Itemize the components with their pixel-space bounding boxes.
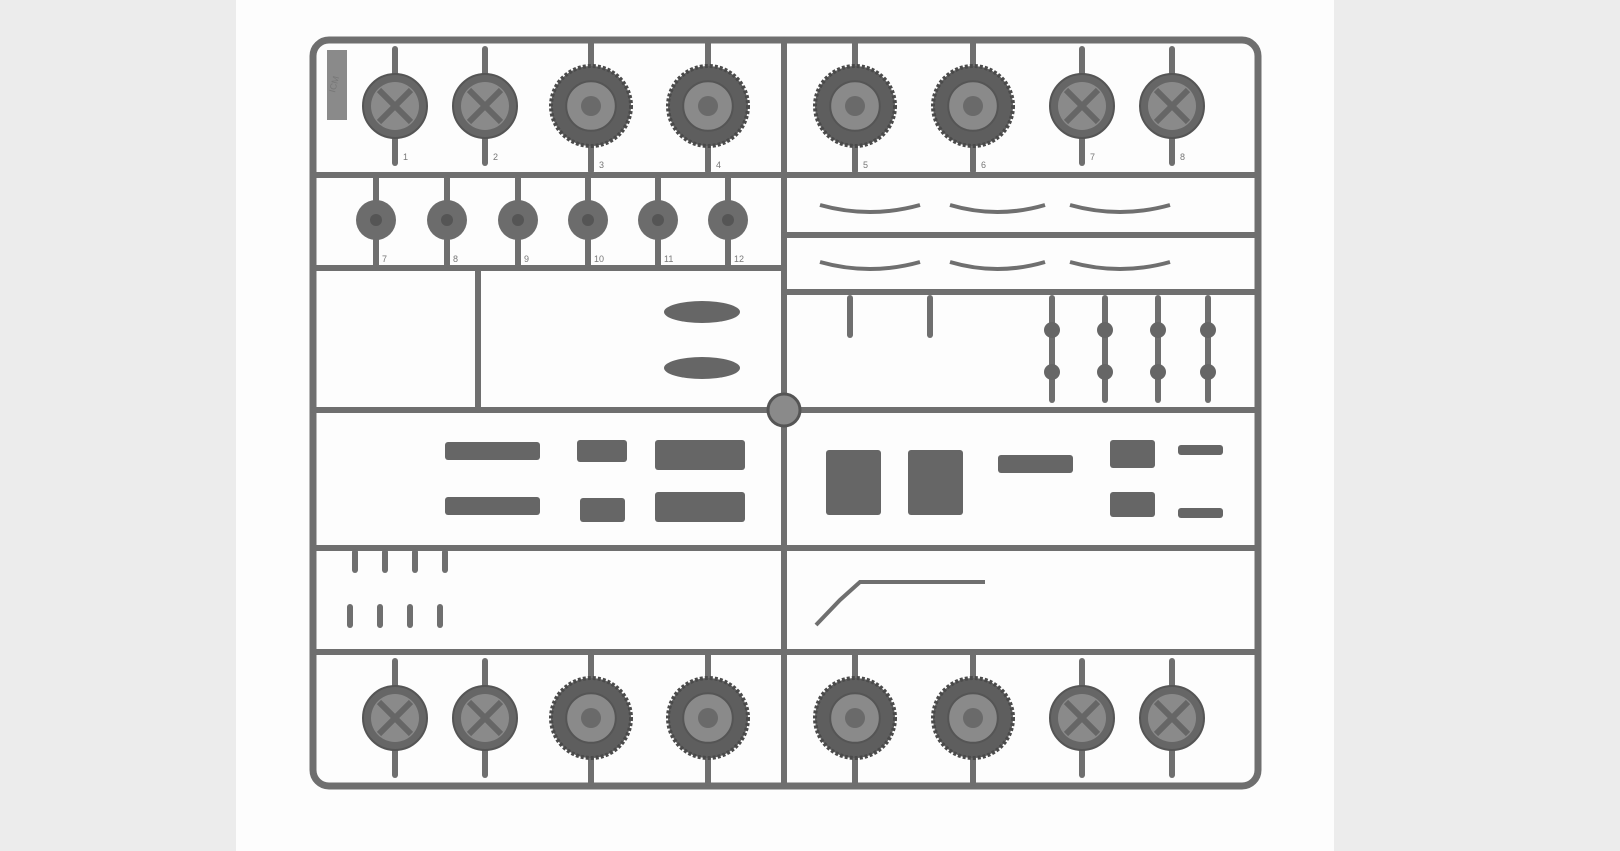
block-part [580,498,625,522]
wheel-spokes [1153,699,1191,737]
bracket-part [1110,440,1155,468]
hub-center [845,96,865,116]
leaf-spring [1069,260,1171,271]
wheel-spokes [1153,87,1191,125]
fuel-tank [445,497,540,515]
part-number: 9 [524,254,529,264]
joint-part [1200,322,1216,338]
leaf-spring [949,260,1046,271]
hub-center [845,708,865,728]
part-number: 1 [403,152,408,162]
joint-part [1044,322,1060,338]
logo-text: ICM [327,75,341,94]
hub-center [581,708,601,728]
wheel-spokes [376,87,414,125]
wheel-spokes [466,699,504,737]
wheel-spokes [1063,699,1101,737]
wheel-spokes [1063,87,1101,125]
joint-part [1097,364,1113,380]
panel-part [998,455,1073,473]
wheel-spokes [376,699,414,737]
joint-part [1200,364,1216,380]
disk-center [512,214,524,226]
joint-part [1097,322,1113,338]
part-number: 6 [981,160,986,170]
hub-center [698,708,718,728]
joint-part [1150,322,1166,338]
leaf-spring [1069,203,1171,214]
hub-center [698,96,718,116]
bracket-part [577,440,627,462]
fuel-tank [445,442,540,460]
part-number: 8 [1180,152,1185,162]
part-number: 4 [716,160,721,170]
housing-part [655,440,745,470]
leaf-spring [819,260,921,271]
leaf-spring [949,203,1046,214]
disk-center [582,214,594,226]
part-number: 2 [493,152,498,162]
part-number: 7 [1090,152,1095,162]
logo-tab [327,50,347,120]
axle-part [664,357,740,379]
part-number: 7 [382,254,387,264]
housing-part [655,492,745,522]
disk-center [370,214,382,226]
plate-part [1178,445,1223,455]
part-number: 12 [734,254,744,264]
fender-part [908,450,963,515]
axle-part [664,301,740,323]
leaf-spring [819,203,921,214]
part-number: 11 [664,254,673,264]
wheel-spokes [466,87,504,125]
joint-part [1044,364,1060,380]
disk-center [652,214,664,226]
part-number: 10 [594,254,604,264]
disk-center [722,214,734,226]
part-number: 8 [453,254,458,264]
hub-center [581,96,601,116]
hub-center [963,96,983,116]
part-number: 3 [599,160,604,170]
plate-part [1178,508,1223,518]
sprue-gate [766,392,802,428]
rod-part [814,580,985,627]
disk-center [441,214,453,226]
joint-part [1150,364,1166,380]
hub-center [963,708,983,728]
fender-part [826,450,881,515]
part-number: 5 [863,160,868,170]
bracket-part [1110,492,1155,517]
